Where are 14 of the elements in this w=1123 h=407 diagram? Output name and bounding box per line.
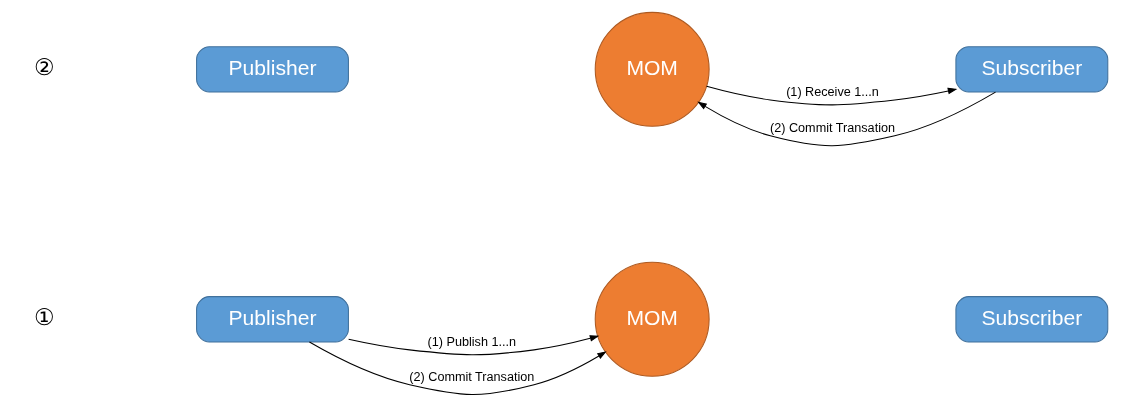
arrow bbox=[696, 91, 996, 147]
arrow bbox=[308, 341, 607, 396]
arrow bbox=[347, 335, 599, 356]
node-box: Publisher bbox=[195, 46, 349, 93]
node-box: Subscriber bbox=[954, 296, 1108, 343]
edge-label: (1) Receive 1...n bbox=[785, 85, 879, 100]
edge-label: (2) Commit Transation bbox=[408, 370, 534, 385]
edge-label: (2) Commit Transation bbox=[769, 121, 895, 136]
node-box: Publisher bbox=[195, 296, 349, 343]
edge-label: (1) Publish 1...n bbox=[427, 335, 516, 350]
node-box: Subscriber bbox=[954, 46, 1108, 93]
arrow bbox=[705, 85, 957, 106]
label: ② bbox=[33, 54, 55, 81]
label: ① bbox=[33, 304, 55, 331]
